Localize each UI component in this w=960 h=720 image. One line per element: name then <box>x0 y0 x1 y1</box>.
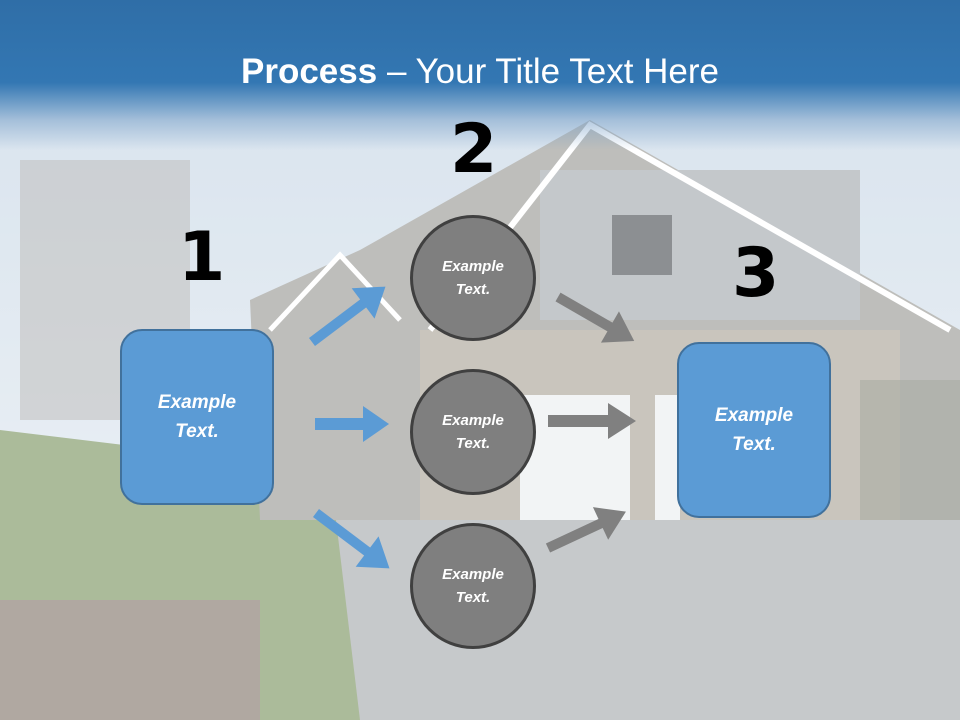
circle-text-line2: Text. <box>455 281 491 298</box>
circle-text-line1: Example <box>442 566 504 583</box>
arrow-right-icon <box>555 292 635 343</box>
circle-text-line1: Example <box>442 412 504 429</box>
header-band <box>0 0 960 150</box>
arrow-right-icon <box>315 406 389 442</box>
arrow-right-icon <box>545 507 626 553</box>
box-text-line2: Text. <box>732 434 776 455</box>
step-3-box[interactable]: Example Text. <box>677 342 831 518</box>
step-2-circle-bottom[interactable]: Example Text. <box>410 523 536 649</box>
box-text-line1: Example <box>157 392 237 413</box>
title-bold: Process <box>241 52 378 91</box>
circle-text-line1: Example <box>442 258 504 275</box>
step-1-box[interactable]: Example Text. <box>120 329 274 505</box>
box-text-line1: Example <box>714 405 794 426</box>
step-2-circle-middle[interactable]: Example Text. <box>410 369 536 495</box>
arrow-right-icon <box>312 509 390 569</box>
box-text-line2: Text. <box>175 421 219 442</box>
arrow-right-icon <box>308 286 386 346</box>
slide-title: Process – Your Title Text Here <box>0 52 960 92</box>
arrow-right-icon <box>548 403 636 439</box>
circle-text-line2: Text. <box>455 435 491 452</box>
circle-text-line2: Text. <box>455 589 491 606</box>
title-rest: – Your Title Text Here <box>377 52 719 91</box>
step-number-1: 1 <box>178 218 226 297</box>
step-number-3: 3 <box>732 234 780 313</box>
step-number-2: 2 <box>450 110 498 189</box>
step-2-circle-top[interactable]: Example Text. <box>410 215 536 341</box>
